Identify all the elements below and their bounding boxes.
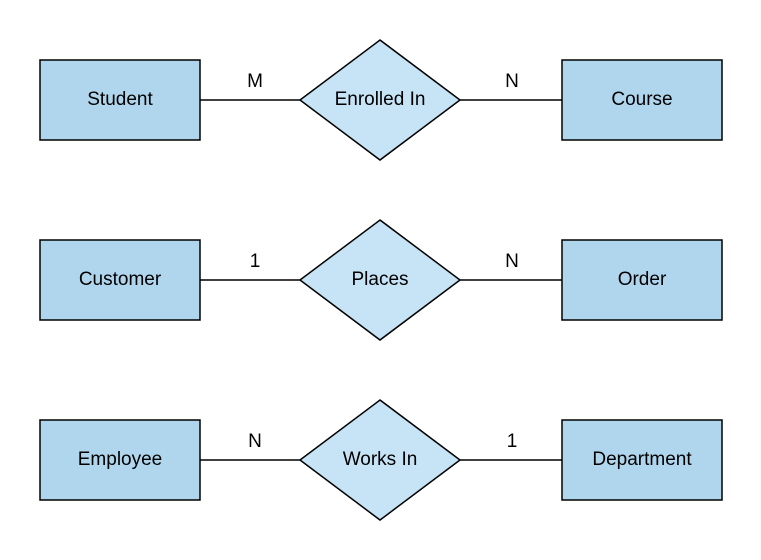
cardinality-label-right-row1: N — [505, 71, 519, 92]
cardinality-label-left-row3: N — [248, 431, 262, 452]
entity-label-customer: Customer — [78, 269, 162, 290]
relationship-label-enrolledin: Enrolled In — [334, 89, 426, 110]
relationship-label-places: Places — [351, 269, 409, 290]
entity-rect-employee — [39, 419, 201, 501]
entity-rect-course — [561, 59, 723, 141]
relationship-label-worksin: Works In — [342, 449, 418, 470]
relationship-diamond-worksin — [298, 399, 462, 521]
entity-label-employee: Employee — [77, 449, 163, 470]
cardinality-label-left-row2: 1 — [249, 251, 261, 272]
entity-label-course: Course — [611, 89, 673, 110]
cardinality-label-left-row1: M — [247, 71, 263, 92]
entity-label-student: Student — [87, 89, 153, 110]
cardinality-label-right-row3: 1 — [506, 431, 518, 452]
entity-rect-customer — [39, 239, 201, 321]
relationship-diamond-enrolledin — [298, 39, 462, 161]
relationship-diamond-places — [298, 219, 462, 341]
entity-rect-student — [39, 59, 201, 141]
entity-label-order: Order — [617, 269, 667, 290]
entity-rect-department — [561, 419, 723, 501]
entity-label-department: Department — [592, 449, 692, 470]
cardinality-label-right-row2: N — [505, 251, 519, 272]
entity-rect-order — [561, 239, 723, 321]
